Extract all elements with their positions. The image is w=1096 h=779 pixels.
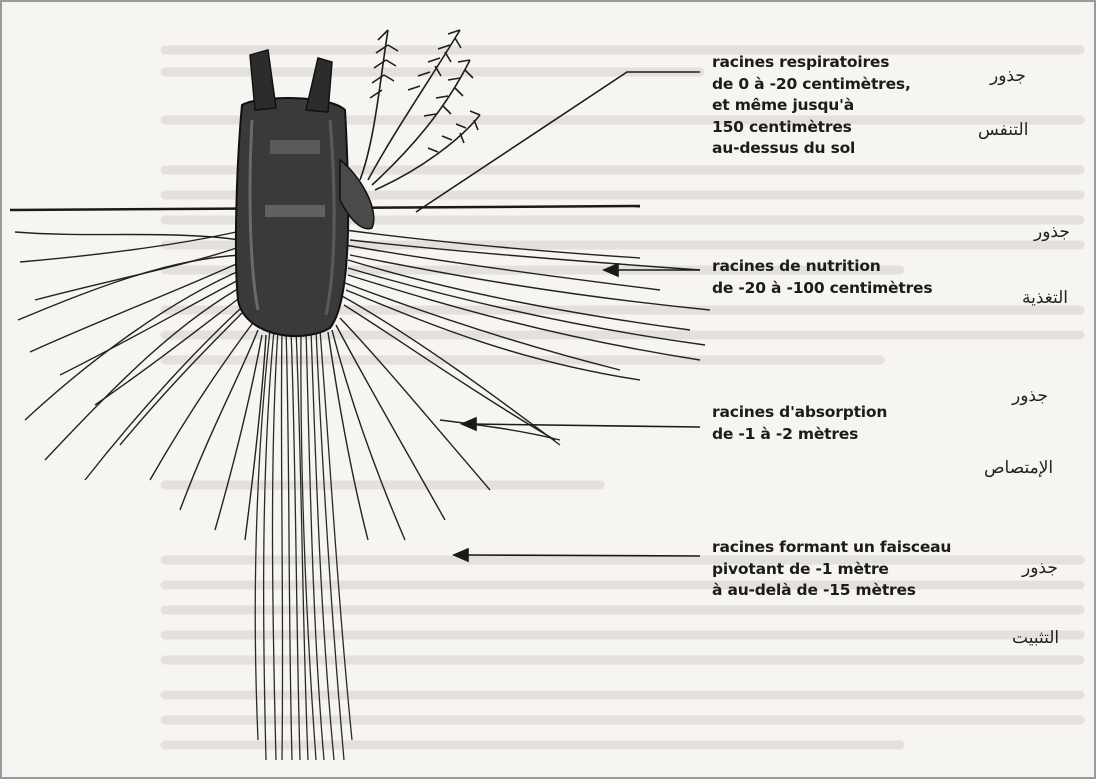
label-faisceau: racines formant un faisceau pivotant de … [712, 537, 951, 602]
arabic-absorption-1: جذور [1012, 386, 1048, 406]
arabic-nutrition-1: جذور [1034, 222, 1070, 242]
arabic-nutrition-2: التغذية [1022, 288, 1068, 308]
label-nutrition: racines de nutrition de -20 à -100 centi… [712, 256, 932, 299]
lateral-roots [15, 230, 710, 540]
label-line: au-dessus du sol [712, 138, 911, 160]
arabic-respiration-2: التنفس [978, 120, 1028, 140]
label-respiratoires: racines respiratoires de 0 à -20 centimè… [712, 52, 911, 160]
label-line: racines d'absorption [712, 402, 887, 424]
label-line: pivotant de -1 mètre [712, 559, 951, 581]
label-line: de 0 à -20 centimètres, [712, 74, 911, 96]
label-line: à au-delà de -15 mètres [712, 580, 951, 602]
arabic-respiration-1: جذور [990, 66, 1026, 86]
label-line: racines formant un faisceau [712, 537, 951, 559]
label-line: racines respiratoires [712, 52, 911, 74]
label-line: 150 centimètres [712, 117, 911, 139]
callout-faisceau [462, 555, 700, 556]
arabic-anchoring-1: جذور [1022, 558, 1058, 578]
label-line: et même jusqu'à [712, 95, 911, 117]
label-line: racines de nutrition [712, 256, 932, 278]
arabic-anchoring-2: التثبيت [1012, 628, 1059, 648]
callout-absorption [470, 424, 700, 427]
arabic-absorption-2: الإمتصاص [984, 458, 1053, 478]
label-line: de -1 à -2 mètres [712, 424, 887, 446]
label-absorption: racines d'absorption de -1 à -2 mètres [712, 402, 887, 445]
label-line: de -20 à -100 centimètres [712, 278, 932, 300]
